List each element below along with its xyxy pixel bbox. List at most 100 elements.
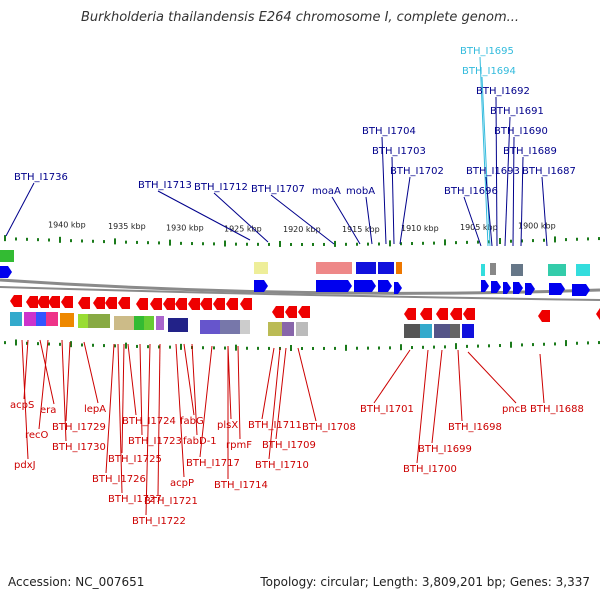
leader-line [485,176,493,247]
gene-label-upper: BTH_I1691 [490,106,544,117]
scale-tick-mark [4,235,6,242]
gene-feature-block [268,322,282,336]
leader-line [61,339,67,442]
scale-tick-mark [59,236,61,243]
scale-tick-mark [543,342,545,346]
gene-label-lower: BTH_I1729 [52,422,106,433]
reverse-gene-arrow [188,298,200,310]
leader-line [431,349,443,444]
leader-line [539,353,545,404]
leader-line [38,339,49,430]
scale-tick-mark [15,339,17,346]
reverse-gene-arrow [150,298,162,310]
scale-tick-label: 1905 kbp [460,223,498,232]
leader-line [512,136,515,247]
gene-label-lower: era [40,405,56,416]
scale-tick-mark [301,346,303,350]
gene-label-lower: plsX [217,420,238,431]
scale-axis [4,235,600,351]
gene-label-lower: recO [25,430,49,441]
scale-tick-mark [114,238,116,245]
scale-tick-mark [598,237,600,241]
scale-tick-mark [213,242,215,246]
scale-tick-mark [389,240,391,247]
gene-label-lower: BTH_I1710 [255,460,309,471]
gene-label-lower: BTH_I1700 [403,464,457,475]
reverse-gene-arrow [48,296,60,308]
scale-tick-mark [554,342,556,346]
leader-line [416,349,429,464]
scale-tick-mark [378,346,380,350]
scale-tick-mark [26,341,28,345]
gene-feature-block [404,324,420,338]
leader-line [541,176,548,247]
gene-feature-block [0,250,14,262]
gene-label-lower: BTH_I1721 [144,496,198,507]
scale-tick-mark [488,240,490,244]
gene-label-lower: BTH_I1724 [122,416,176,427]
scale-tick-mark [367,242,369,246]
scale-tick-mark [290,242,292,246]
gene-feature-block [24,312,36,326]
scale-tick-mark [37,238,39,242]
reverse-gene-arrow [93,297,105,309]
scale-tick-mark [301,242,303,246]
gene-label-upper: BTH_I1694 [462,66,516,77]
gene-label-lower: fabD-1 [183,436,217,447]
leader-line [365,196,373,245]
reverse-gene-arrow [163,298,175,310]
scale-tick-mark [411,242,413,246]
scale-tick-mark [191,242,193,246]
gene-feature-block [134,316,144,330]
scale-tick-mark [246,242,248,246]
topology-text: Topology: circular; Length: 3,809,201 bp… [260,575,590,589]
gene-feature-block [576,264,590,276]
gene-label-lower: lepA [84,404,106,415]
scale-tick-mark [565,238,567,242]
leader-line [467,351,517,404]
leader-line [183,343,195,416]
forward-gene-arrow [513,282,523,294]
gene-label-lower: BTH_I1708 [302,422,356,433]
leader-line [495,96,498,247]
scale-tick-mark [169,345,171,349]
scale-tick-mark [466,240,468,244]
gene-feature-block [420,324,432,338]
scale-tick-mark [422,241,424,245]
reverse-gene-arrow [175,298,187,310]
sequence-backbone-inner [0,286,600,301]
gene-feature-block [36,312,46,326]
scale-tick-mark [136,240,138,244]
reverse-gene-arrow [436,308,448,320]
reverse-gene-arrow [61,296,73,308]
gene-label-lower: BTH_I1726 [92,474,146,485]
scale-tick-mark [224,240,226,247]
leader-line [275,347,287,440]
scale-tick-mark [15,237,17,241]
leader-line [139,343,143,436]
leader-line [117,343,123,494]
gene-label-upper: BTH_I1692 [476,86,530,97]
gene-label-upper: BTH_I1693 [466,166,520,177]
gene-feature-block [316,262,352,274]
scale-tick-mark [565,340,567,347]
leader-line [157,190,251,241]
gene-feature-block [144,316,154,330]
gene-feature-block [168,318,188,332]
gene-label-upper: BTH_I1690 [494,126,548,137]
scale-tick-mark [312,242,314,246]
scale-tick-mark [268,242,270,246]
leader-line [399,176,411,245]
gene-label-lower: BTH_I1722 [132,516,186,527]
scale-tick-mark [488,344,490,348]
gene-label-lower: BTH_I1725 [108,454,162,465]
gene-feature-block [220,320,240,334]
reverse-gene-arrow [538,310,550,322]
scale-tick-mark [576,237,578,241]
scale-tick-mark [180,343,182,350]
reverse-gene-arrow [450,308,462,320]
scale-tick-mark [477,344,479,348]
scale-tick-mark [59,342,61,346]
gene-label-lower: pncB [502,404,527,415]
